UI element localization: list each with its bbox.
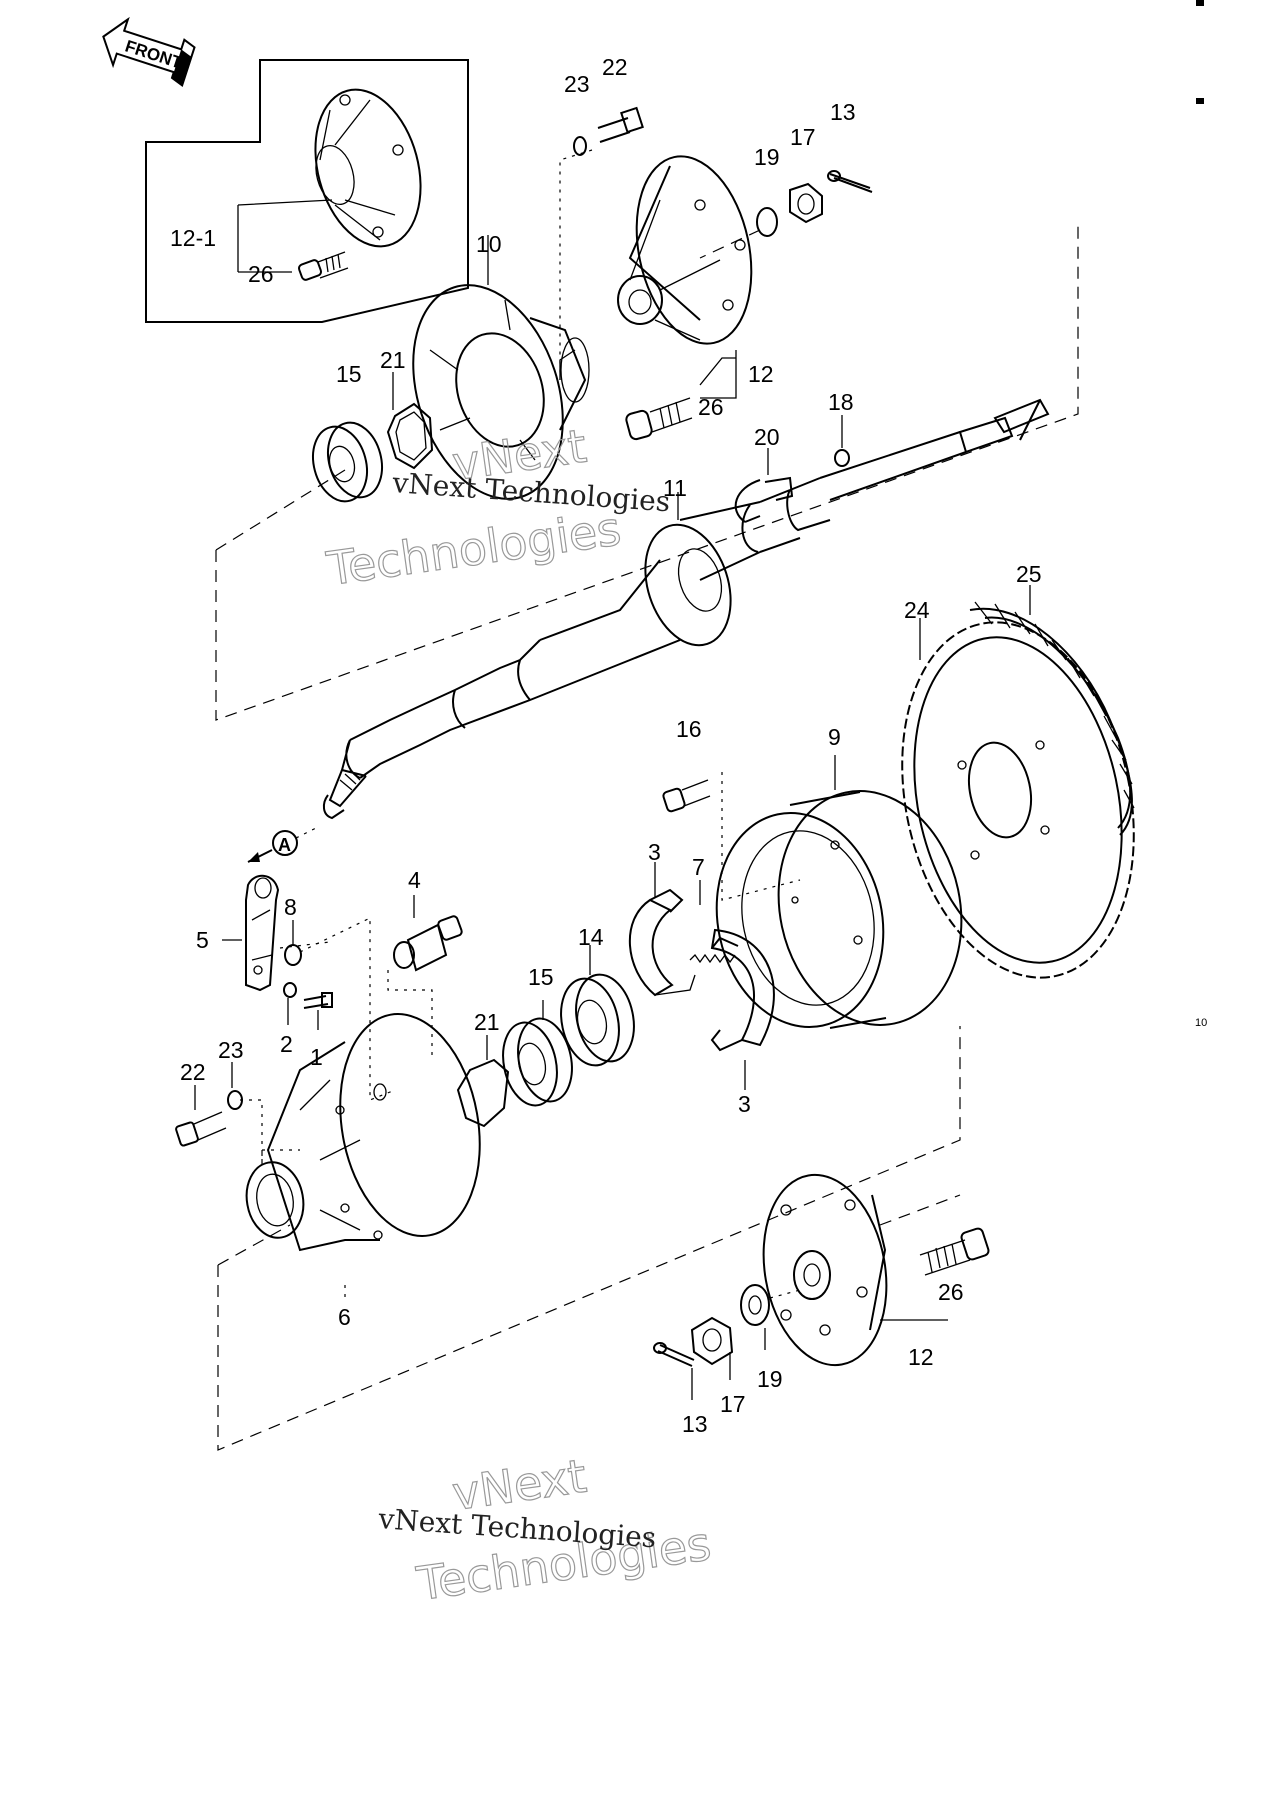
- bearing-15-top: [312, 421, 383, 503]
- callout-22-top: 22: [602, 54, 628, 80]
- brake-cam-4: [393, 915, 463, 972]
- hub-12-bot: [762, 1173, 888, 1367]
- brake-lever-5: [245, 874, 280, 992]
- callout-19-top: 19: [754, 144, 780, 170]
- callout-1: 1: [310, 1044, 323, 1070]
- spring-7: [689, 953, 736, 964]
- hub-alt-12-1: [314, 88, 422, 248]
- bolt-26-top: [625, 397, 693, 441]
- callout-17-top: 17: [790, 124, 816, 150]
- bearing-14: [560, 973, 635, 1067]
- callout-2: 2: [280, 1031, 293, 1057]
- callout-9: 9: [828, 724, 841, 750]
- callout-20: 20: [754, 424, 780, 450]
- chain-25: [969, 601, 1135, 836]
- nut-2: [283, 982, 297, 998]
- nut-17-top: [789, 182, 823, 224]
- shim-21-top: [386, 402, 434, 470]
- corner-mark: [1196, 0, 1204, 6]
- callout-4: 4: [408, 867, 421, 893]
- brake-shoe-3-top: [629, 888, 696, 997]
- callout-23-bot: 23: [218, 1037, 244, 1063]
- bolt-22-bot: [175, 1111, 227, 1147]
- callout-14: 14: [578, 924, 604, 950]
- bolt-22-top: [597, 106, 644, 143]
- callout-6: 6: [338, 1304, 351, 1330]
- page-marker: 10: [1195, 1017, 1207, 1029]
- hub-flange-10: [412, 284, 590, 500]
- callout-12-top: 12: [748, 361, 774, 387]
- callout-19-bot: 19: [757, 1366, 783, 1392]
- washer-23-top: [573, 136, 587, 156]
- callout-25: 25: [1016, 561, 1042, 587]
- ref-marker-label: A: [278, 835, 291, 855]
- callout-26-bot: 26: [938, 1279, 964, 1305]
- callout-12-bot: 12: [908, 1344, 934, 1370]
- bolt-26-bot: [919, 1227, 990, 1276]
- brake-drum-9: [715, 790, 963, 1029]
- washer-23-bot: [227, 1090, 243, 1110]
- callout-15-bot: 15: [528, 964, 554, 990]
- inset-frame: [145, 59, 469, 323]
- callout-12-1: 12-1: [170, 225, 216, 251]
- callout-26-top: 26: [698, 394, 724, 420]
- front-arrow-icon: FRONT: [102, 16, 196, 87]
- bolt-16: [662, 779, 711, 813]
- bolt-26-inset: [297, 251, 349, 281]
- front-label: FRONT: [123, 36, 185, 72]
- watermark-hollow-top-2: Technologies: [323, 501, 624, 596]
- bearing-15-bot: [502, 1017, 573, 1107]
- callout-24: 24: [904, 597, 930, 623]
- callout-15-top: 15: [336, 361, 362, 387]
- callout-10: 10: [476, 231, 502, 257]
- hub-12-top: [617, 155, 753, 345]
- cotter-pin-13-top: [827, 170, 873, 193]
- corner-mark: [1196, 98, 1204, 104]
- bolt-1: [303, 992, 333, 1009]
- collar-18: [834, 449, 850, 467]
- nut-17-bot: [690, 1316, 734, 1366]
- ref-marker-a: A: [247, 830, 298, 863]
- callout-5: 5: [196, 927, 209, 953]
- hub-6: [245, 1013, 481, 1252]
- washer-19-top: [756, 207, 778, 237]
- callout-21-bot: 21: [474, 1009, 500, 1035]
- sprocket-24: [901, 621, 1135, 979]
- callout-21-top: 21: [380, 347, 406, 373]
- callout-7: 7: [692, 854, 705, 880]
- brake-shoe-3-bot: [710, 928, 775, 1052]
- callout-23-top: 23: [564, 71, 590, 97]
- callout-11: 11: [663, 475, 687, 501]
- callout-22-bot: 22: [180, 1059, 206, 1085]
- washer-8: [284, 944, 302, 966]
- cotter-pin-13-bot: [653, 1342, 695, 1367]
- callout-16: 16: [676, 716, 702, 742]
- callout-13-top: 13: [830, 99, 856, 125]
- callout-18: 18: [828, 389, 854, 415]
- callout-3-top: 3: [648, 839, 661, 865]
- snap-ring-20: [734, 476, 794, 523]
- axle-11: [322, 398, 1050, 820]
- callout-26-inset: 26: [248, 261, 274, 287]
- washer-19-bot: [740, 1284, 770, 1326]
- callout-17-bot: 17: [720, 1391, 746, 1417]
- callout-13-bot: 13: [682, 1411, 708, 1437]
- shim-21-bot: [456, 1058, 510, 1128]
- callout-3-bot: 3: [738, 1091, 751, 1117]
- callout-8: 8: [284, 894, 297, 920]
